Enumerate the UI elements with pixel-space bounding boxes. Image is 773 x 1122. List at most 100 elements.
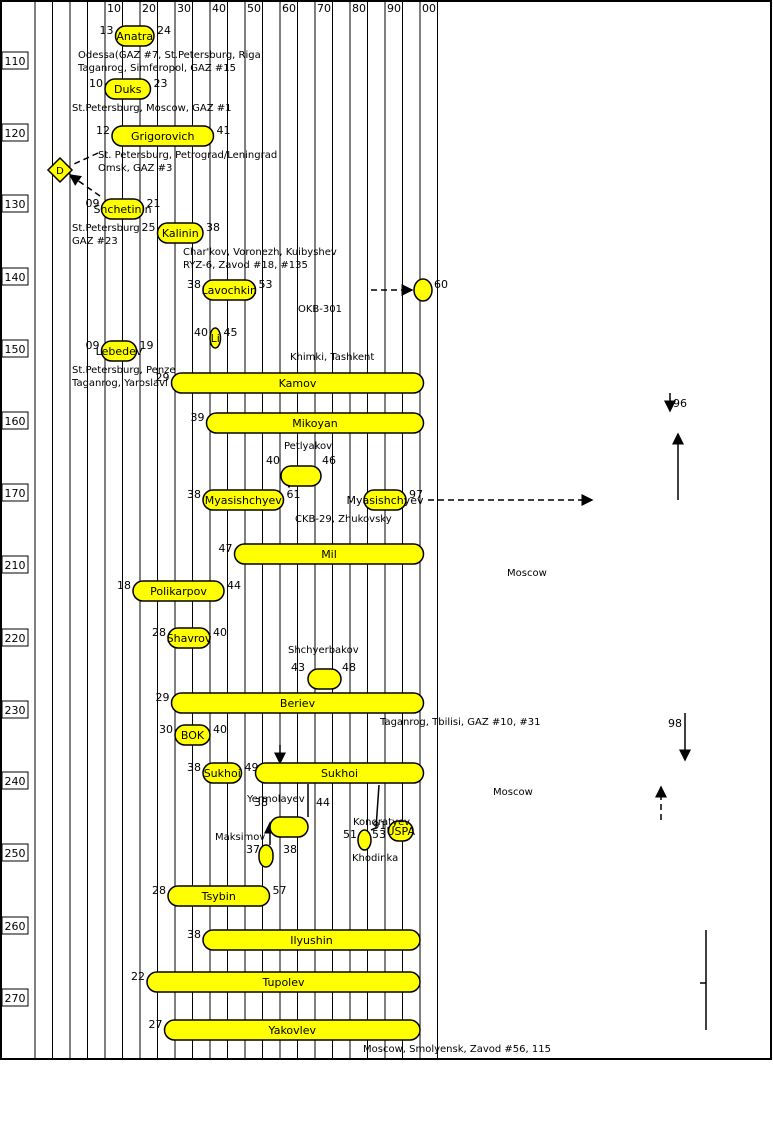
bureau-name: Myasishchyev (205, 494, 283, 507)
bureau-bar (167, 885, 271, 907)
row-label: 250 (5, 847, 26, 860)
decade-label: 60 (282, 2, 296, 15)
diamond-marker (46, 156, 74, 184)
row-label: 230 (5, 704, 26, 717)
row-label: 170 (5, 487, 26, 500)
decade-label: 90 (387, 2, 401, 15)
end-year: 48 (342, 661, 356, 674)
row-label: 220 (5, 632, 26, 645)
start-year: 38 (254, 796, 268, 809)
row-label: 160 (5, 415, 26, 428)
decade-label: 80 (352, 2, 366, 15)
row-label: 120 (5, 127, 26, 140)
start-year: 29 (156, 691, 170, 704)
location-note: Moscow (507, 568, 547, 579)
row-label-box (1, 411, 29, 430)
bureau-bar (202, 762, 243, 784)
small-unit-pill (258, 844, 274, 868)
row-code-axis: 1101201301401501601702102202302402502602… (1, 51, 29, 1007)
small-unit-label: Khodinka (352, 853, 398, 864)
bureau-name: Beriev (280, 697, 316, 710)
location-note: CKB-29, Zhukovsky (295, 514, 392, 525)
start-year: 38 (187, 488, 201, 501)
row-label: 240 (5, 775, 26, 788)
location-note: Taganrog, Tbilisi, GAZ #10, #31 (379, 717, 540, 728)
bureau-bar (233, 543, 425, 565)
decade-gridlines (34, 2, 438, 1058)
small-unit-pill (307, 668, 342, 690)
bureau-name: Mikoyan (292, 417, 338, 430)
row-label-box (1, 123, 29, 142)
bureau-bar (163, 1019, 421, 1041)
row-label: 260 (5, 920, 26, 933)
start-year: 13 (100, 24, 114, 37)
row-label: 130 (5, 198, 26, 211)
start-year: 12 (96, 124, 110, 137)
end-year: 61 (287, 488, 301, 501)
bureau-name: Shavrov (167, 632, 212, 645)
bureau-bar (202, 929, 421, 951)
bureau-bar (205, 412, 425, 434)
end-year: 60 (434, 278, 448, 291)
row-label-box (1, 51, 29, 70)
small-unit-pill (357, 829, 372, 851)
location-note: Taganrog, Yaroslavl (71, 378, 168, 389)
lavochkin-successor (413, 278, 433, 302)
end-year: 44 (227, 579, 241, 592)
start-year: 22 (131, 970, 145, 983)
end-year: 53 (259, 278, 273, 291)
bureau-name: Lebedev (96, 345, 143, 358)
chart-border (0, 0, 772, 1060)
bureau-bar (209, 327, 222, 349)
start-year: 25 (142, 221, 156, 234)
start-year: 37 (246, 843, 260, 856)
decade-label: 10 (107, 2, 121, 15)
bureau-name: Tupolev (261, 976, 305, 989)
bureau-name: USPA (387, 825, 416, 838)
location-note: Moscow (493, 787, 533, 798)
small-unit-label: Maksimov (215, 832, 265, 843)
end-year: 41 (217, 124, 231, 137)
end-year: 38 (206, 221, 220, 234)
bureau-name: Anatra (116, 30, 153, 43)
connector (370, 784, 380, 831)
location-note: Odessa(GAZ #7, St.Petersburg, Riga (78, 50, 261, 61)
decade-label: 20 (142, 2, 156, 15)
small-unit-label: Kondratyev (353, 817, 410, 828)
bureau-name: Shchetinin (93, 203, 151, 216)
bureau-name: Li (211, 332, 220, 345)
start-year: 28 (152, 626, 166, 639)
start-year: 38 (187, 761, 201, 774)
row-label-box (1, 628, 29, 647)
bureau-bar (202, 279, 257, 301)
row-label-box (1, 339, 29, 358)
bureau-bar (100, 198, 145, 220)
small-unit-label: Petlyakov (284, 441, 332, 452)
small-unit-pill (269, 816, 309, 838)
decade-label: 40 (212, 2, 226, 15)
location-note: GAZ #23 (72, 236, 118, 247)
end-year: 40 (213, 626, 227, 639)
row-label-box (1, 988, 29, 1007)
location-note: St.Petersburg (72, 223, 140, 234)
start-year: 43 (291, 661, 305, 674)
bureau-bar (167, 627, 211, 649)
bureau-name: Sukhoi (321, 767, 358, 780)
bureau-name: Tsybin (201, 890, 236, 903)
location-note: Moscow, Smolyensk, Zavod #56, 115 (363, 1044, 551, 1055)
start-year: 38 (187, 928, 201, 941)
end-year: 44 (316, 796, 330, 809)
row-label-box (1, 267, 29, 286)
start-year: 28 (152, 884, 166, 897)
decade-label: 70 (317, 2, 331, 15)
end-year: 38 (283, 843, 297, 856)
start-year: 30 (159, 723, 173, 736)
location-note: St. Petersburg, Petrograd/Leningrad (98, 150, 277, 161)
location-note: OKB-301 (298, 304, 342, 315)
start-year: 29 (156, 371, 170, 384)
location-note: Omsk, GAZ #3 (98, 163, 172, 174)
start-year: 09 (86, 197, 100, 210)
decade-label: 30 (177, 2, 191, 15)
start-year: 39 (191, 411, 205, 424)
